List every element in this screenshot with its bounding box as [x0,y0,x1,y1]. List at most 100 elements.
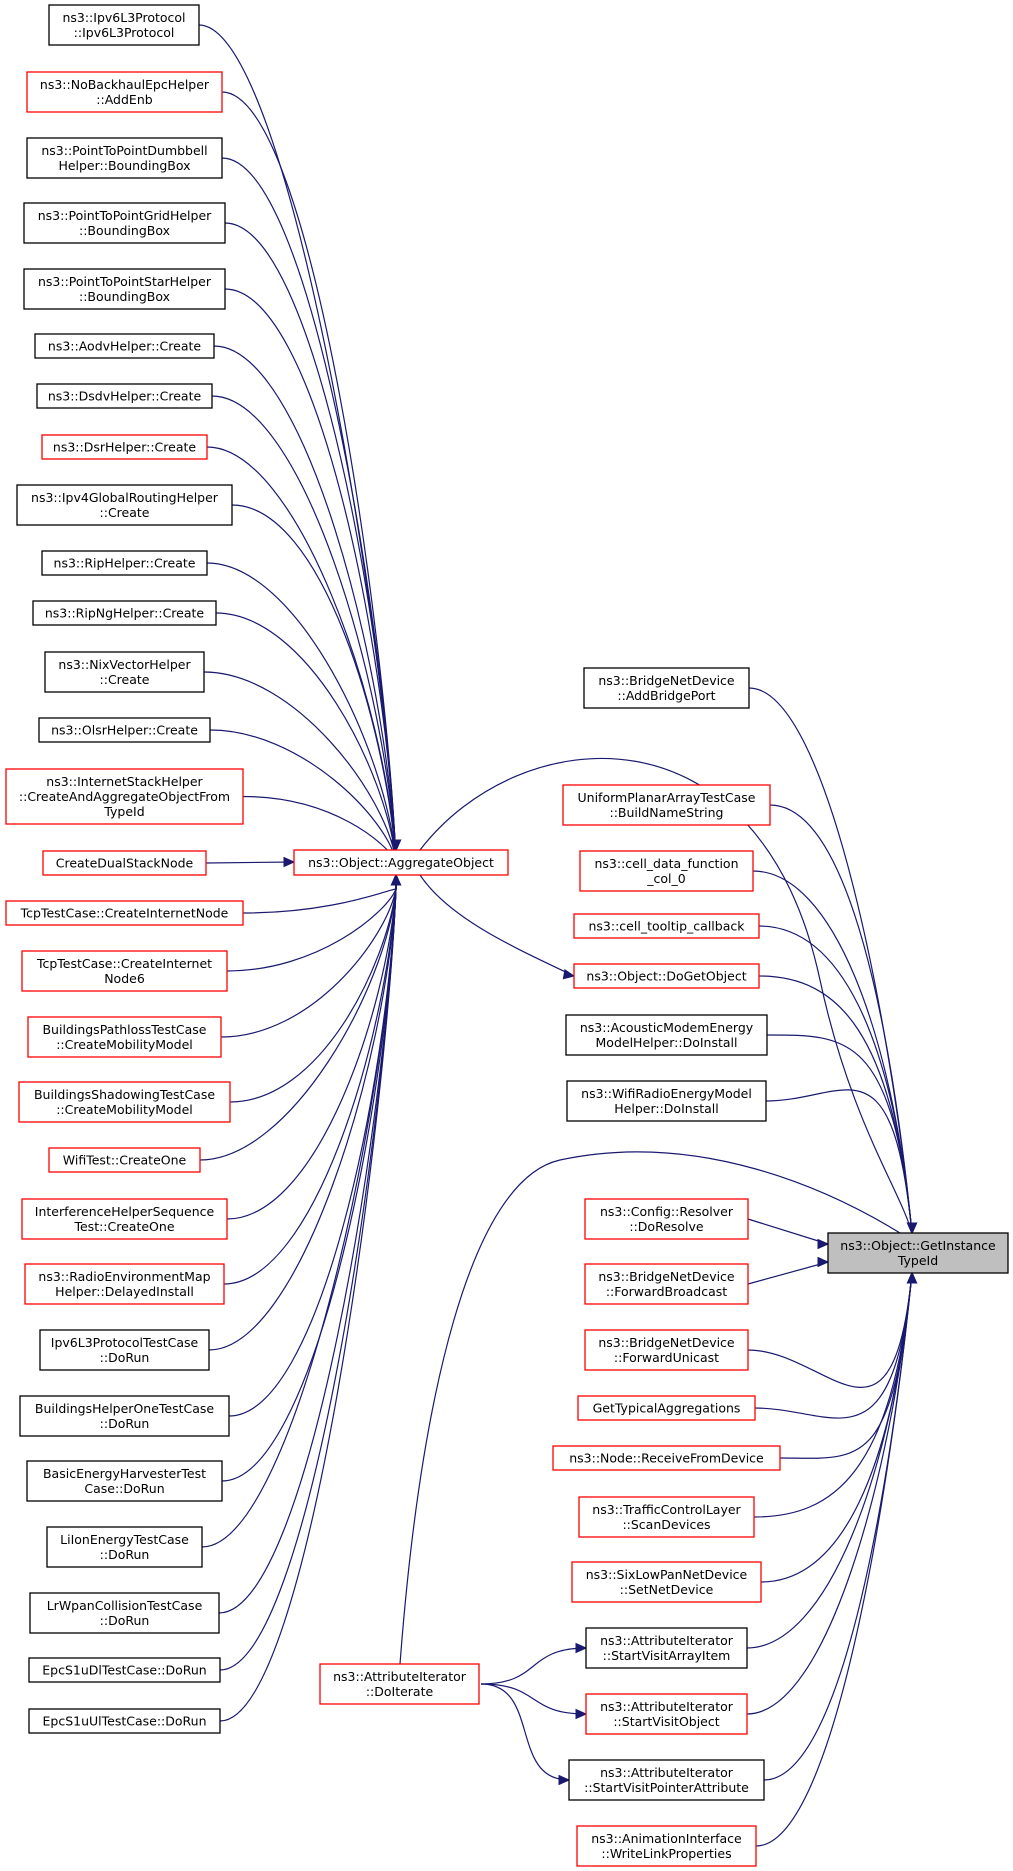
node-nixvector[interactable]: ns3::NixVectorHelper::Create [44,651,205,693]
node-label: ns3::InternetStackHelper [46,774,203,789]
node-bldhelper[interactable]: BuildingsHelperOneTestCase::DoRun [19,1395,230,1437]
node-box [36,383,213,409]
node-label: ::WriteLinkProperties [601,1846,731,1861]
node-label: ns3::Ipv4GlobalRoutingHelper [31,490,219,505]
node-configresolver[interactable]: ns3::Config::Resolver::DoResolve [584,1198,749,1240]
node-label: ns3::RipNgHelper::Create [45,606,205,621]
node-box [48,4,200,46]
node-label: ns3::Config::Resolver [600,1204,734,1219]
node-fwdunicast[interactable]: ns3::BridgeNetDevice::ForwardUnicast [584,1329,749,1371]
node-box [584,1263,749,1305]
edge-animlink-to-getinstancetypeid [755,1272,913,1847]
node-label: ModelHelper::DoInstall [596,1035,738,1050]
node-ipv6l3[interactable]: ns3::Ipv6L3Protocol::Ipv6L3Protocol [48,4,200,46]
node-celltooltip[interactable]: ns3::cell_tooltip_callback [573,913,760,939]
edge-fwdunicast-to-getinstancetypeid [747,1272,913,1388]
edge-liion-to-aggregate [201,875,397,1548]
node-aodv[interactable]: ns3::AodvHelper::Create [34,333,215,359]
node-label: ns3::AodvHelper::Create [48,339,201,354]
node-visitpointer[interactable]: ns3::AttributeIterator::StartVisitPointe… [568,1759,765,1801]
node-dualstack[interactable]: CreateDualStackNode [42,850,207,876]
node-dsr[interactable]: ns3::DsrHelper::Create [41,434,208,460]
node-box [26,137,223,179]
edge-nixvector-to-aggregate [203,671,397,875]
node-label: BuildingsShadowingTestCase [34,1087,215,1102]
arrowhead-internetstack-to-aggregate [390,839,402,852]
node-box [585,1627,748,1669]
node-rip[interactable]: ns3::RipHelper::Create [41,550,208,576]
node-label: LiIonEnergyTestCase [60,1532,189,1547]
node-epcul[interactable]: EpcS1uUlTestCase::DoRun [28,1708,221,1734]
node-attriterate[interactable]: ns3::AttributeIterator::DoIterate [319,1663,480,1705]
node-label: EpcS1uDlTestCase::DoRun [42,1663,206,1678]
node-label: ns3::TrafficControlLayer [592,1502,741,1517]
node-p2pdumbbell[interactable]: ns3::PointToPointDumbbellHelper::Boundin… [26,137,223,179]
node-label: Test::CreateOne [73,1219,174,1234]
node-label: ns3::cell_data_function [594,856,738,871]
node-label: BuildingsHelperOneTestCase [35,1401,215,1416]
node-label: ::AddEnb [96,92,152,107]
node-dogetobject[interactable]: ns3::Object::DoGetObject [573,963,760,989]
edge-configresolver-to-getinstancetypeid [747,1218,829,1245]
node-animlink[interactable]: ns3::AnimationInterface::WriteLinkProper… [576,1825,757,1867]
node-celldata[interactable]: ns3::cell_data_function_col_0 [579,850,754,892]
node-gettypical[interactable]: GetTypicalAggregations [577,1395,756,1421]
node-liion[interactable]: LiIonEnergyTestCase::DoRun [46,1526,203,1568]
node-label: ns3::RipHelper::Create [54,556,196,571]
edge-p2pstar-to-aggregate [224,288,397,875]
node-dsdv[interactable]: ns3::DsdvHelper::Create [36,383,213,409]
node-epcdl[interactable]: EpcS1uDlTestCase::DoRun [28,1657,221,1683]
node-aggregate[interactable]: ns3::Object::AggregateObject [293,849,509,876]
node-label: ::SetNetDevice [620,1582,714,1597]
node-lrwpan[interactable]: LrWpanCollisionTestCase::DoRun [29,1592,220,1634]
node-bldpathloss[interactable]: BuildingsPathlossTestCase::CreateMobilit… [27,1016,222,1058]
node-label: ns3::cell_tooltip_callback [589,919,746,934]
edge-celltooltip-to-getinstancetypeid [758,925,913,1234]
node-label: ns3::Object::GetInstance [840,1238,996,1253]
node-sixlowpan[interactable]: ns3::SixLowPanNetDevice::SetNetDevice [571,1561,762,1603]
node-label: ::Ipv6L3Protocol [74,25,175,40]
edge-attriterate-to-visitarray [480,1647,587,1685]
node-tcpinternet[interactable]: TcpTestCase::CreateInternetNode [5,900,244,926]
node-acoustic[interactable]: ns3::AcousticModemEnergyModelHelper::DoI… [565,1014,768,1056]
node-label: ::DoRun [100,1350,150,1365]
edge-bldpathloss-to-aggregate [220,875,397,1038]
edge-addbridgeport-to-getinstancetypeid [748,687,913,1234]
node-uniformplanar[interactable]: UniformPlanarArrayTestCase::BuildNameStr… [562,784,771,826]
node-label: ns3::PointToPointStarHelper [38,274,212,289]
node-trafficctrl[interactable]: ns3::TrafficControlLayer::ScanDevices [578,1496,755,1538]
node-ipv6l3test[interactable]: Ipv6L3ProtocolTestCase::DoRun [39,1329,210,1371]
node-wifitest[interactable]: WifiTest::CreateOne [48,1147,201,1173]
node-visitobject[interactable]: ns3::AttributeIterator::StartVisitObject [585,1693,748,1735]
node-wifiradio[interactable]: ns3::WifiRadioEnergyModelHelper::DoInsta… [566,1080,767,1122]
edge-visitpointer-to-getinstancetypeid [763,1272,913,1781]
node-box [21,950,228,992]
node-nobackhaul[interactable]: ns3::NoBackhaulEpcHelper::AddEnb [26,71,223,113]
node-receivefrom[interactable]: ns3::Node::ReceiveFromDevice [552,1445,781,1471]
node-box [573,963,760,989]
node-addbridgeport[interactable]: ns3::BridgeNetDevice::AddBridgePort [583,667,750,709]
node-radioenv[interactable]: ns3::RadioEnvironmentMapHelper::DelayedI… [24,1263,225,1305]
node-box [38,717,211,743]
edge-nobackhaul-to-aggregate [221,91,397,875]
node-label: ns3::BridgeNetDevice [598,1269,735,1284]
node-box [579,850,754,892]
node-label: ::CreateAndAggregateObjectFrom [19,789,230,804]
node-label: ::Create [100,505,150,520]
node-olsr[interactable]: ns3::OlsrHelper::Create [38,717,211,743]
node-ipv4global[interactable]: ns3::Ipv4GlobalRoutingHelper::Create [16,484,233,526]
node-box [29,1592,220,1634]
node-interference[interactable]: InterferenceHelperSequenceTest::CreateOn… [21,1198,228,1240]
node-visitarray[interactable]: ns3::AttributeIterator::StartVisitArrayI… [585,1627,748,1669]
node-p2pgrid[interactable]: ns3::PointToPointGridHelper::BoundingBox [23,202,226,244]
node-internetstack[interactable]: ns3::InternetStackHelper::CreateAndAggre… [5,768,244,825]
node-box [5,768,244,825]
node-fwdbroadcast[interactable]: ns3::BridgeNetDevice::ForwardBroadcast [584,1263,749,1305]
node-label: InterferenceHelperSequence [35,1204,215,1219]
node-ripng[interactable]: ns3::RipNgHelper::Create [32,600,217,626]
node-bldshadow[interactable]: BuildingsShadowingTestCase::CreateMobili… [18,1081,231,1123]
node-label: ns3::BridgeNetDevice [598,673,735,688]
node-p2pstar[interactable]: ns3::PointToPointStarHelper::BoundingBox [23,268,226,310]
